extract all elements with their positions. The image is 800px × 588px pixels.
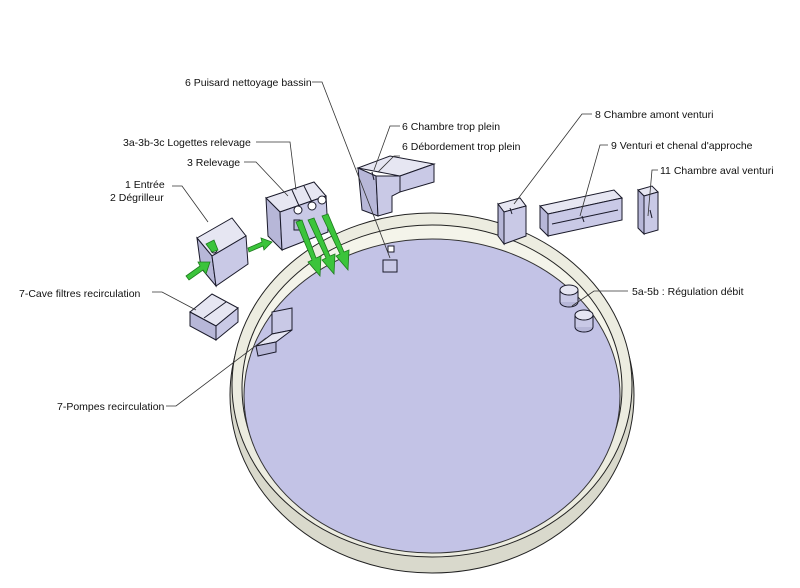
arrow-down-2 xyxy=(307,217,336,276)
basin xyxy=(229,212,635,574)
label-logettes: 3a-3b-3c Logettes relevage xyxy=(123,137,251,149)
chambre-aval-venturi xyxy=(637,185,659,236)
entree-degrilleur-box xyxy=(196,217,249,288)
chambre-amont-venturi xyxy=(497,197,527,246)
arrow-small xyxy=(205,239,219,253)
leader-lines xyxy=(152,81,658,407)
arrow-down-3 xyxy=(321,213,350,272)
label-chambre-trop-plein: 6 Chambre trop plein xyxy=(402,121,500,133)
flow-arrows xyxy=(185,213,350,281)
label-chambre-aval: 11 Chambre aval venturi xyxy=(660,165,774,177)
arrow-entree-in xyxy=(185,261,211,281)
arrow-to-relevage xyxy=(247,237,273,253)
chambre-trop-plein xyxy=(356,155,436,217)
puisard-sump xyxy=(382,245,398,273)
pompes-recirculation-box xyxy=(255,307,293,357)
label-pompes: 7-Pompes recirculation xyxy=(57,401,165,413)
label-chambre-amont: 8 Chambre amont venturi xyxy=(595,109,713,121)
label-venturi: 9 Venturi et chenal d'approche xyxy=(611,140,753,152)
cave-filtres-box xyxy=(189,293,239,342)
label-regulation: 5a-5b : Régulation débit xyxy=(632,286,744,298)
basin-water xyxy=(243,238,621,554)
label-puisard: 6 Puisard nettoyage bassin xyxy=(185,77,312,89)
label-relevage: 3 Relevage xyxy=(187,157,240,169)
arrow-down-1 xyxy=(295,219,322,278)
label-cave-filtres: 7-Cave filtres recirculation xyxy=(19,288,141,300)
regulation-debit-cylinders xyxy=(559,284,594,333)
labels: 6 Puisard nettoyage bassin 6 Chambre tro… xyxy=(19,77,774,413)
venturi-chenal xyxy=(538,189,624,238)
label-debordement: 6 Débordement trop plein xyxy=(402,141,521,153)
label-degrilleur: 2 Dégrilleur xyxy=(110,192,164,204)
label-entree: 1 Entrée xyxy=(125,179,165,191)
